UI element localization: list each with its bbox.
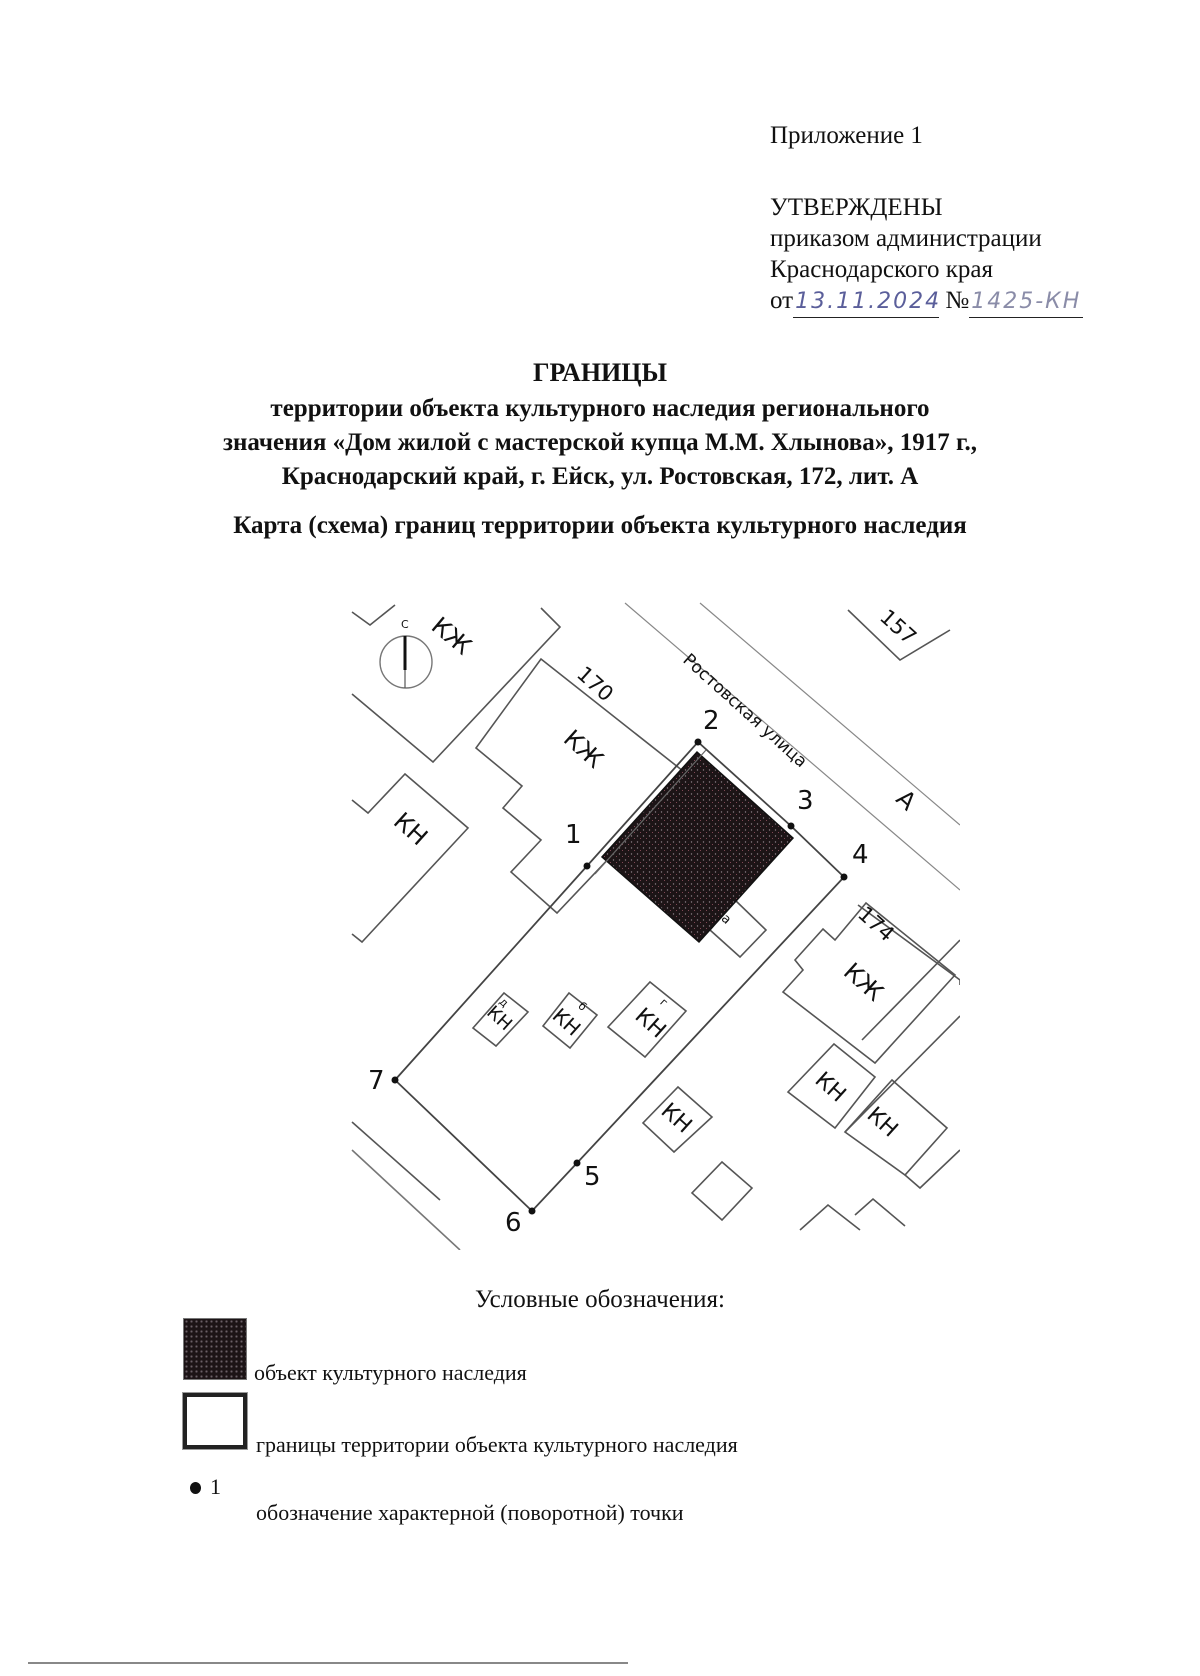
point-5 — [573, 1159, 581, 1167]
map-caption: Карта (схема) границ территории объекта … — [233, 512, 967, 539]
outbuilding-g — [606, 980, 688, 1059]
point-label-6: 6 — [505, 1208, 522, 1238]
point-label-5: 5 — [584, 1162, 601, 1192]
order-date-number: от13.11.2024 №1425-КН — [770, 285, 1084, 318]
legend-point-icon — [190, 1482, 201, 1494]
footer-rule — [28, 1662, 628, 1664]
order-number: 1425-КН — [971, 289, 1082, 314]
compass-north-label: С — [401, 618, 409, 631]
parcel-top-left — [351, 607, 562, 764]
building-174 — [857, 904, 960, 985]
outbuilding-kn-low — [641, 1085, 714, 1154]
legend-title: Условные обозначения: — [474, 1286, 726, 1313]
legend-boundary-label: границы территории объекта культурного н… — [256, 1432, 738, 1457]
point-label-7: 7 — [368, 1066, 385, 1096]
lower-left-line — [351, 1121, 441, 1201]
approved-heading: УТВЕРЖДЕНЫ — [770, 194, 943, 221]
building-174-outline — [781, 901, 957, 1065]
approved-by-line2: Краснодарского края — [770, 256, 993, 283]
date-prefix: от — [770, 287, 794, 314]
fence-right-1 — [844, 1015, 960, 1133]
parcel-right-lower — [904, 1149, 960, 1190]
legend-heritage-label: объект культурного наследия — [254, 1360, 527, 1385]
approved-by-line1: приказом администрации — [770, 225, 1042, 252]
point-7 — [391, 1076, 399, 1084]
number-sign: № — [945, 287, 970, 314]
subtitle-line2: значения «Дом жилой с мастерской купца М… — [222, 429, 978, 456]
point-3 — [787, 822, 795, 830]
subtitle-line1: территории объекта культурного наследия … — [270, 395, 930, 422]
legend-point-label: обозначение характерной (поворотной) точ… — [256, 1500, 684, 1525]
building-kn-right-1 — [786, 1042, 877, 1130]
subtitle-line3: Краснодарский край, г. Ейск, ул. Ростовс… — [281, 463, 919, 490]
point-4 — [840, 873, 848, 881]
point-1 — [583, 862, 591, 870]
boundary-inner-edge — [594, 749, 707, 875]
parcel-157 — [847, 609, 951, 662]
legend-heritage-swatch — [183, 1318, 247, 1380]
outbuilding-d — [471, 991, 530, 1048]
legend-point-number: 1 — [210, 1474, 221, 1499]
point-6 — [528, 1207, 536, 1215]
block-top-left — [351, 604, 396, 627]
building-lower-3 — [854, 1197, 906, 1227]
heritage-object — [600, 750, 795, 944]
approval-block: УТВЕРЖДЕНЫ приказом администрации Красно… — [770, 192, 1084, 318]
point-label-4: 4 — [852, 840, 869, 870]
building-lower-2 — [799, 1203, 861, 1231]
order-date: 13.11.2024 — [795, 289, 942, 314]
appendix-label: Приложение 1 — [770, 122, 923, 149]
compass-icon — [379, 635, 433, 689]
boundary-points — [391, 738, 848, 1215]
territory-boundary — [393, 740, 846, 1213]
document-title: ГРАНИЦЫ — [532, 358, 668, 387]
fence-right-2 — [861, 939, 960, 1041]
street-edge-right — [699, 602, 960, 826]
street-edge-left — [624, 602, 960, 891]
point-2 — [694, 738, 702, 746]
outbuilding-b — [541, 991, 599, 1050]
lower-left-line-2 — [351, 1149, 461, 1250]
document-subtitle: территории объекта культурного наследия … — [0, 392, 1200, 494]
building-lower-1 — [690, 1160, 754, 1222]
building-kn-left — [351, 772, 470, 944]
point-label-3: 3 — [797, 786, 814, 816]
legend-boundary-swatch — [182, 1392, 248, 1450]
point-label-1: 1 — [565, 820, 582, 850]
point-label-2: 2 — [703, 706, 720, 736]
